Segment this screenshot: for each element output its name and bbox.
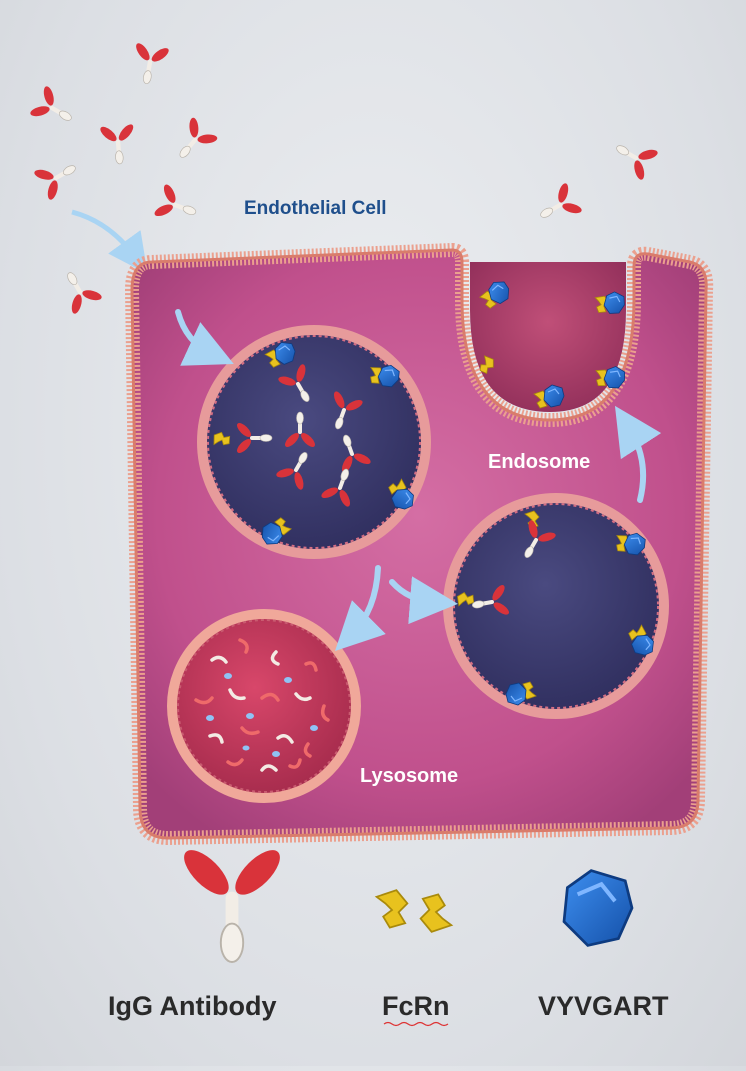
endothelial-cell-label: Endothelial Cell (244, 198, 387, 219)
antibody (151, 181, 202, 231)
lysosome (167, 609, 361, 803)
antibody (30, 151, 84, 204)
lysosome-label: Lysosome (360, 765, 458, 787)
early-endosome (197, 325, 431, 559)
entry-arrow (71, 209, 148, 275)
pathway-arrows (175, 309, 662, 651)
spellcheck-underline (383, 1021, 449, 1027)
antibody (607, 131, 661, 184)
arrow-uptake (175, 309, 234, 366)
antibody (26, 82, 80, 135)
antibody (53, 263, 106, 317)
antibody (128, 40, 172, 87)
legend-label-vyvgart: VYVGART (538, 991, 669, 1021)
endosome-label: Endosome (488, 451, 590, 473)
vyvgart-icon (564, 871, 632, 946)
antibody (166, 113, 221, 169)
fcrn-icon (375, 889, 453, 933)
antibody (98, 122, 139, 166)
sorting-endosome (443, 493, 669, 719)
membrane-invagination (470, 262, 627, 412)
antibody (531, 179, 585, 232)
igg-antibody-icon (177, 843, 287, 962)
legend-label-igg-antibody: IgG Antibody (108, 991, 276, 1021)
arrow-to-lysosome (335, 565, 386, 651)
arrow-to-sorting-endosome (389, 576, 458, 625)
legend: IgG Antibody FcRn VYVGART (108, 843, 669, 1027)
arrow-recycling (614, 405, 662, 503)
legend-label-fcrn: FcRn (382, 991, 450, 1021)
